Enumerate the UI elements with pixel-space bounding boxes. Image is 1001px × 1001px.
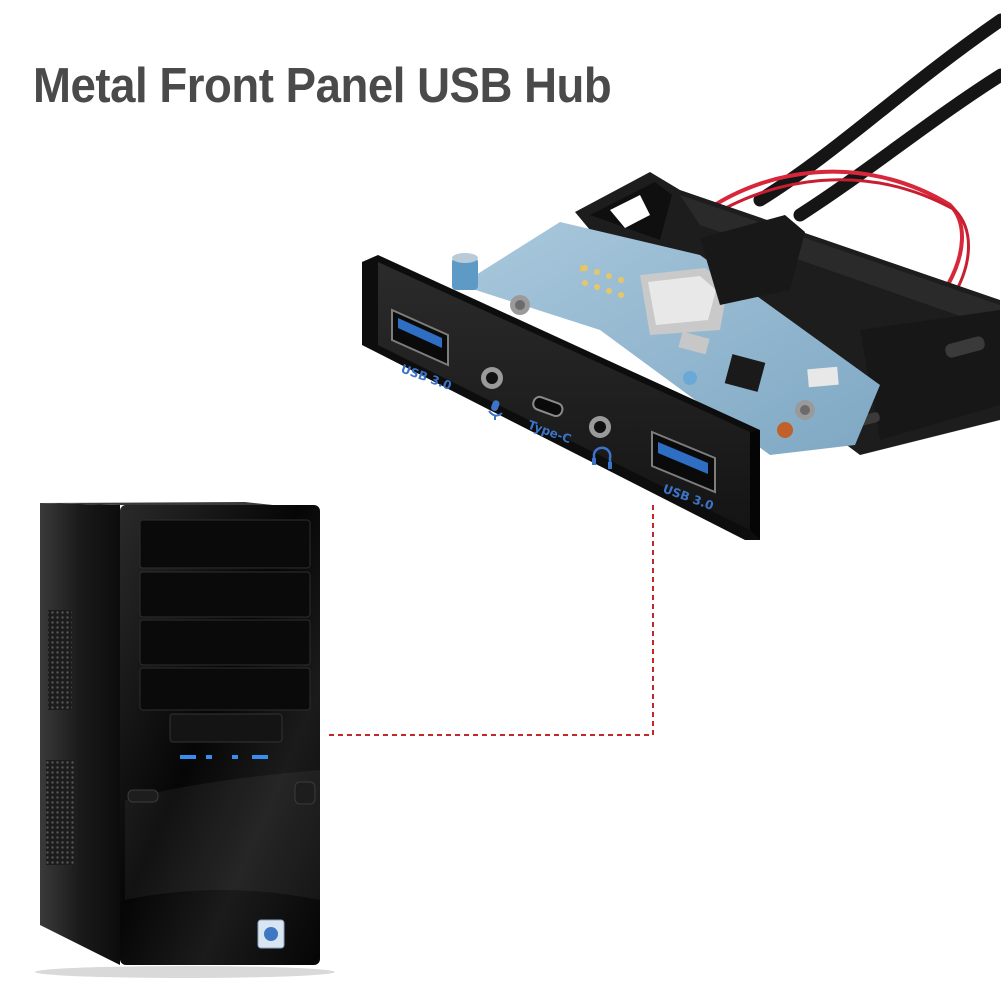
microphone-icon bbox=[488, 400, 503, 420]
pc-tower bbox=[35, 502, 335, 978]
usb-3-port-left bbox=[391, 308, 449, 367]
type-c-port bbox=[532, 395, 564, 418]
connection-dashed-line bbox=[325, 505, 654, 736]
usb-cables bbox=[698, 13, 1001, 368]
front-panel-faceplate: USB 3.0 Type-C USB 3.0 bbox=[362, 255, 760, 540]
mic-jack bbox=[481, 367, 503, 389]
tower-front-ports bbox=[180, 755, 268, 759]
usb-3-port-right bbox=[651, 430, 716, 494]
headphone-icon bbox=[592, 446, 612, 469]
page-title: Metal Front Panel USB Hub bbox=[33, 59, 612, 113]
headphone-jack bbox=[589, 416, 611, 438]
